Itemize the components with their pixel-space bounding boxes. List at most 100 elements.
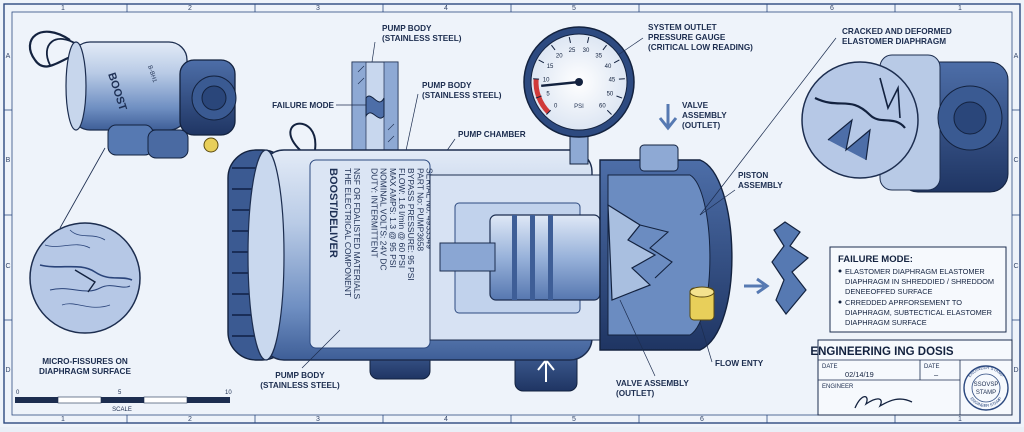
piston-groove xyxy=(530,215,535,300)
zone-number: 3 xyxy=(316,416,320,423)
scale-bar: 0 5 10 SCALE xyxy=(15,390,232,413)
zone-letter: B xyxy=(6,157,11,164)
pump-label-line: NOMINAL VOLTS: 24V DC xyxy=(379,168,389,271)
zone-letter: C xyxy=(1013,263,1018,270)
zone-number: 1 xyxy=(958,416,962,423)
callout-valve-bottom-line1: VALVE ASSEMBLY xyxy=(616,379,689,388)
zone-number: 5 xyxy=(572,5,576,12)
micro-fissures-label-line2: DIAPHRAGM SURFACE xyxy=(39,367,131,376)
pump-label-line: BYPASS PRESSURE: 95 PSI xyxy=(406,168,416,281)
gauge-tick-label: 60 xyxy=(599,103,606,109)
callout-flow-entry: FLOW ENTY xyxy=(715,359,764,368)
diaphragm-detail xyxy=(802,55,1008,192)
zone-letter: A xyxy=(6,53,11,60)
callout-pump-body-bottom-line2: (STAINLESS STEEL) xyxy=(260,381,340,390)
scale-tick: 5 xyxy=(118,390,122,396)
callout-pump-chamber: PUMP CHAMBER xyxy=(458,130,526,139)
scale-tick: 0 xyxy=(16,390,20,396)
callout-pump-body-mid-line2: (STAINLESS STEEL) xyxy=(422,91,502,100)
zone-letter: D xyxy=(5,367,10,374)
callout-pump-body-bottom-line1: PUMP BODY xyxy=(275,371,325,380)
micro-fissures-detail xyxy=(30,148,140,333)
top-zone-numbers: 1 2 3 4 5 6 1 xyxy=(61,5,962,12)
zone-letter: C xyxy=(5,263,10,270)
left-zone-letters: A B C D xyxy=(5,53,10,374)
gauge-tick-label: 40 xyxy=(605,64,612,70)
failure-mode-box: FAILURE MODE: ELASTOMER DIAPHRAGM ELASTO… xyxy=(830,247,1006,332)
callout-valve-bottom-line2: (OUTLET) xyxy=(616,389,654,398)
callout-failure-mode: FAILURE MODE xyxy=(272,101,334,110)
callout-pump-body-mid-line1: PUMP BODY xyxy=(422,81,472,90)
callout-pump-body-top-line1: PUMP BODY xyxy=(382,24,432,33)
gauge-tick-label: 20 xyxy=(556,54,563,60)
bottom-zone-numbers: 1 2 3 4 5 6 1 xyxy=(61,416,962,423)
zone-letter: C xyxy=(1013,157,1018,164)
pump-label-line: PART No: PUMP3658 xyxy=(415,168,425,251)
failure-item-2-line3: DIAPHRAGM SURFACE xyxy=(845,318,927,327)
ejected-diaphragm xyxy=(772,222,808,314)
gauge-tick-label: 30 xyxy=(583,48,590,54)
stamp-line2: STAMP xyxy=(976,390,996,396)
zone-number: 1 xyxy=(61,416,65,423)
callout-gauge-line3: (CRITICAL LOW READING) xyxy=(648,43,753,52)
zone-number: 5 xyxy=(572,416,576,423)
callout-gauge-line1: SYSTEM OUTLET xyxy=(648,23,717,32)
title-block-title: ENGINEERING ING DOSIS xyxy=(810,346,953,358)
scale-tick: 10 xyxy=(225,390,232,396)
callout-valve-top-line2: ASSEMBLY xyxy=(682,111,727,120)
gauge-tick-label: 15 xyxy=(547,64,554,70)
gauge-tick-label: 10 xyxy=(543,78,550,84)
failure-item-2-line2: DIAPHRAGM, SUBTECTICAL ELASTOMER xyxy=(845,308,992,317)
gauge-unit: PSI xyxy=(574,104,584,110)
zone-number: 4 xyxy=(444,5,448,12)
callout-diaphragm-line2: ELASTOMER DIAPHRAGM xyxy=(842,37,946,46)
zone-number: 1 xyxy=(958,5,962,12)
date-value: 02/14/19 xyxy=(845,370,874,379)
failure-item-1-line1: ELASTOMER DIAPHRAGM ELASTOMER xyxy=(845,267,985,276)
title-block: ENGINEERING ING DOSIS DATE 02/14/19 DATE… xyxy=(810,340,1012,415)
piston-groove xyxy=(512,215,517,300)
failure-item-1-line2: DIAPHRAGM IN SHREDDIED / SHREDDOM xyxy=(845,277,994,286)
stamp-line1: SSOVSP xyxy=(974,382,999,388)
failure-mode-inset xyxy=(352,62,398,152)
zone-number: 4 xyxy=(444,416,448,423)
zone-number: 3 xyxy=(316,5,320,12)
piston-groove xyxy=(548,215,553,300)
zone-letter: A xyxy=(1014,53,1019,60)
right-zone-letters: A C C D xyxy=(1013,53,1018,374)
failure-item-2-line1: CRREDDED APRFORSEMENT TO xyxy=(845,298,962,307)
small-pump-illustration: BOOST B-BH1 xyxy=(30,32,236,158)
callout-valve-top-line3: (OUTLET) xyxy=(682,121,720,130)
gauge-tick-label: 45 xyxy=(609,78,616,84)
zone-letter: D xyxy=(1013,367,1018,374)
zone-number: 1 xyxy=(61,5,65,12)
scale-label: SCALE xyxy=(112,407,132,413)
callout-piston-line2: ASSEMBLY xyxy=(738,181,783,190)
zone-number: 6 xyxy=(700,416,704,423)
engineer-label: ENGINEER xyxy=(822,384,854,390)
failure-item-1-line3: DENEEOFFED SURFACE xyxy=(845,287,933,296)
failure-mode-title: FAILURE MODE: xyxy=(838,254,913,265)
zone-number: 2 xyxy=(188,5,192,12)
pump-label-line: FLOW: 1.6 l/min @ 60 PSI xyxy=(397,168,407,268)
callout-gauge-line2: PRESSURE GAUGE xyxy=(648,33,726,42)
gauge-tick-label: 25 xyxy=(569,48,576,54)
callout-piston-line1: PISTON xyxy=(738,171,768,180)
pump-brand: BOOST/DELIVER xyxy=(327,168,339,258)
gauge-tick-label: 50 xyxy=(607,92,614,98)
callout-pump-body-top-line2: (STAINLESS STEEL) xyxy=(382,34,462,43)
zone-number: 6 xyxy=(830,5,834,12)
date-label: DATE xyxy=(822,364,838,370)
pump-label-line: NSF OR FDALISTED MATERIALS xyxy=(352,168,362,299)
micro-fissures-label-line1: MICRO-FISSURES ON xyxy=(42,357,128,366)
callout-diaphragm-line1: CRACKED AND DEFORMED xyxy=(842,27,952,36)
pump-label-line: DUTY: INTERMITTENT xyxy=(369,168,379,258)
pump-label-line: THE ELECTRICAL COMPONENT xyxy=(343,168,353,297)
gauge-tick-label: 35 xyxy=(595,54,602,60)
callout-valve-top-line1: VALVE xyxy=(682,101,709,110)
zone-number: 2 xyxy=(188,416,192,423)
